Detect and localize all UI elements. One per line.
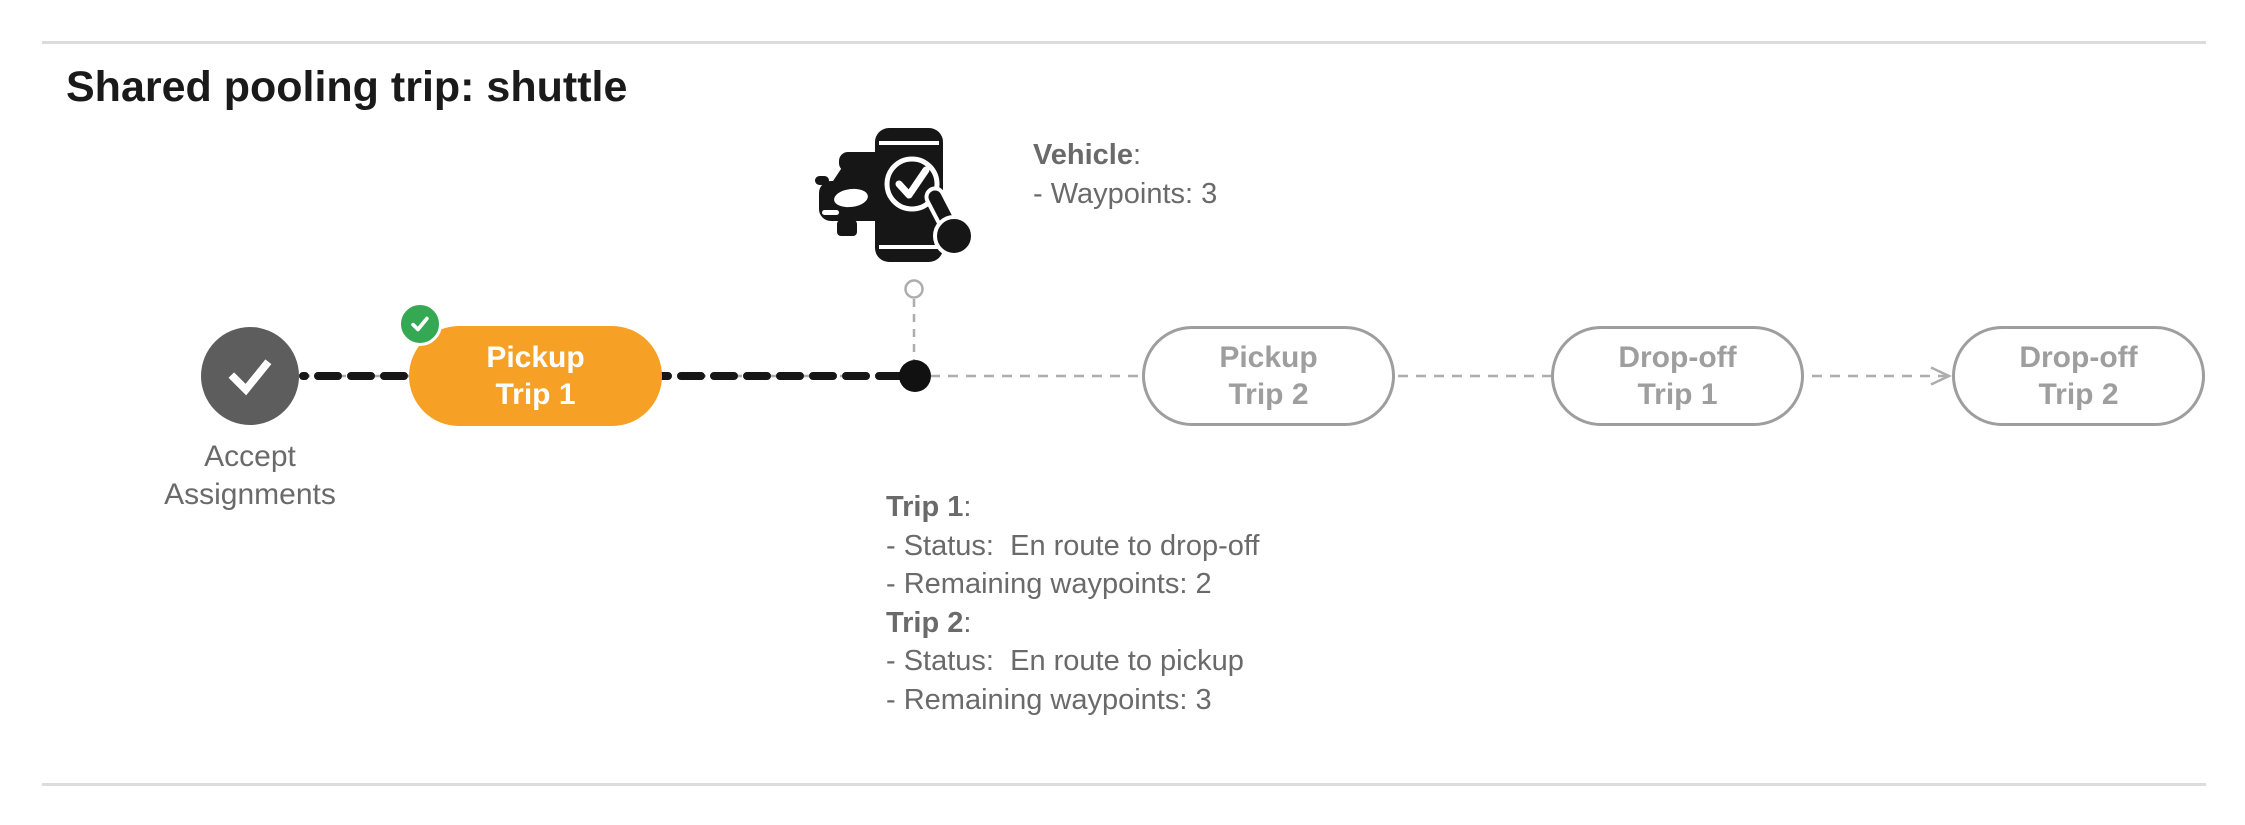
pill-label-line2: Trip 2 — [1228, 378, 1309, 411]
check-icon — [411, 316, 429, 332]
check-circle-icon — [884, 156, 940, 212]
vehicle-stem-ring — [904, 279, 924, 299]
hand-shape — [924, 186, 975, 257]
trip1-waypoints-line: - Remaining waypoints: 2 — [886, 568, 1212, 600]
top-divider — [42, 41, 2206, 44]
trip2-heading: Trip 2: — [886, 606, 972, 639]
page-title: Shared pooling trip: shuttle — [66, 63, 628, 111]
completed-badge — [398, 302, 442, 346]
trip1-heading: Trip 1: — [886, 491, 972, 523]
pill-label-line2: Trip 1 — [1637, 378, 1718, 411]
pill-label-line1: Pickup — [1219, 341, 1318, 374]
trip-info: Trip 1: - Status: En route to drop-off -… — [886, 488, 1259, 719]
node-dropoff-trip-2: Drop-off Trip 2 — [1952, 326, 2205, 426]
vehicle-info: Vehicle: - Waypoints: 3 — [1033, 136, 1217, 214]
trip2-status-line: - Status: En route to pickup — [886, 645, 1244, 677]
pill-label-line1: Pickup — [486, 341, 585, 374]
node-pickup-trip-1: Pickup Trip 1 — [409, 326, 662, 426]
vehicle-info-heading: Vehicle: — [1033, 139, 1142, 171]
pill-label-line1: Drop-off — [2019, 341, 2138, 374]
arrowhead-icon — [1930, 366, 1952, 386]
node-pickup-trip-2: Pickup Trip 2 — [1142, 326, 1395, 426]
vehicle-position-dot — [899, 360, 931, 392]
trip2-waypoints-line: - Remaining waypoints: 3 — [886, 683, 1212, 716]
node-dropoff-trip-1: Drop-off Trip 1 — [1551, 326, 1804, 426]
pill-label-line1: Drop-off — [1618, 341, 1737, 374]
bottom-divider — [42, 783, 2206, 786]
vehicle-waypoints-line: - Waypoints: 3 — [1033, 178, 1218, 210]
check-icon — [228, 359, 272, 396]
pill-label-line2: Trip 1 — [495, 378, 576, 411]
trip1-status-line: - Status: En route to drop-off — [886, 529, 1260, 562]
accept-assignments-node — [201, 327, 299, 425]
vehicle-icon — [815, 128, 975, 262]
accept-assignments-label: Accept Assignments — [164, 440, 336, 511]
pill-label-line2: Trip 2 — [2038, 378, 2119, 411]
